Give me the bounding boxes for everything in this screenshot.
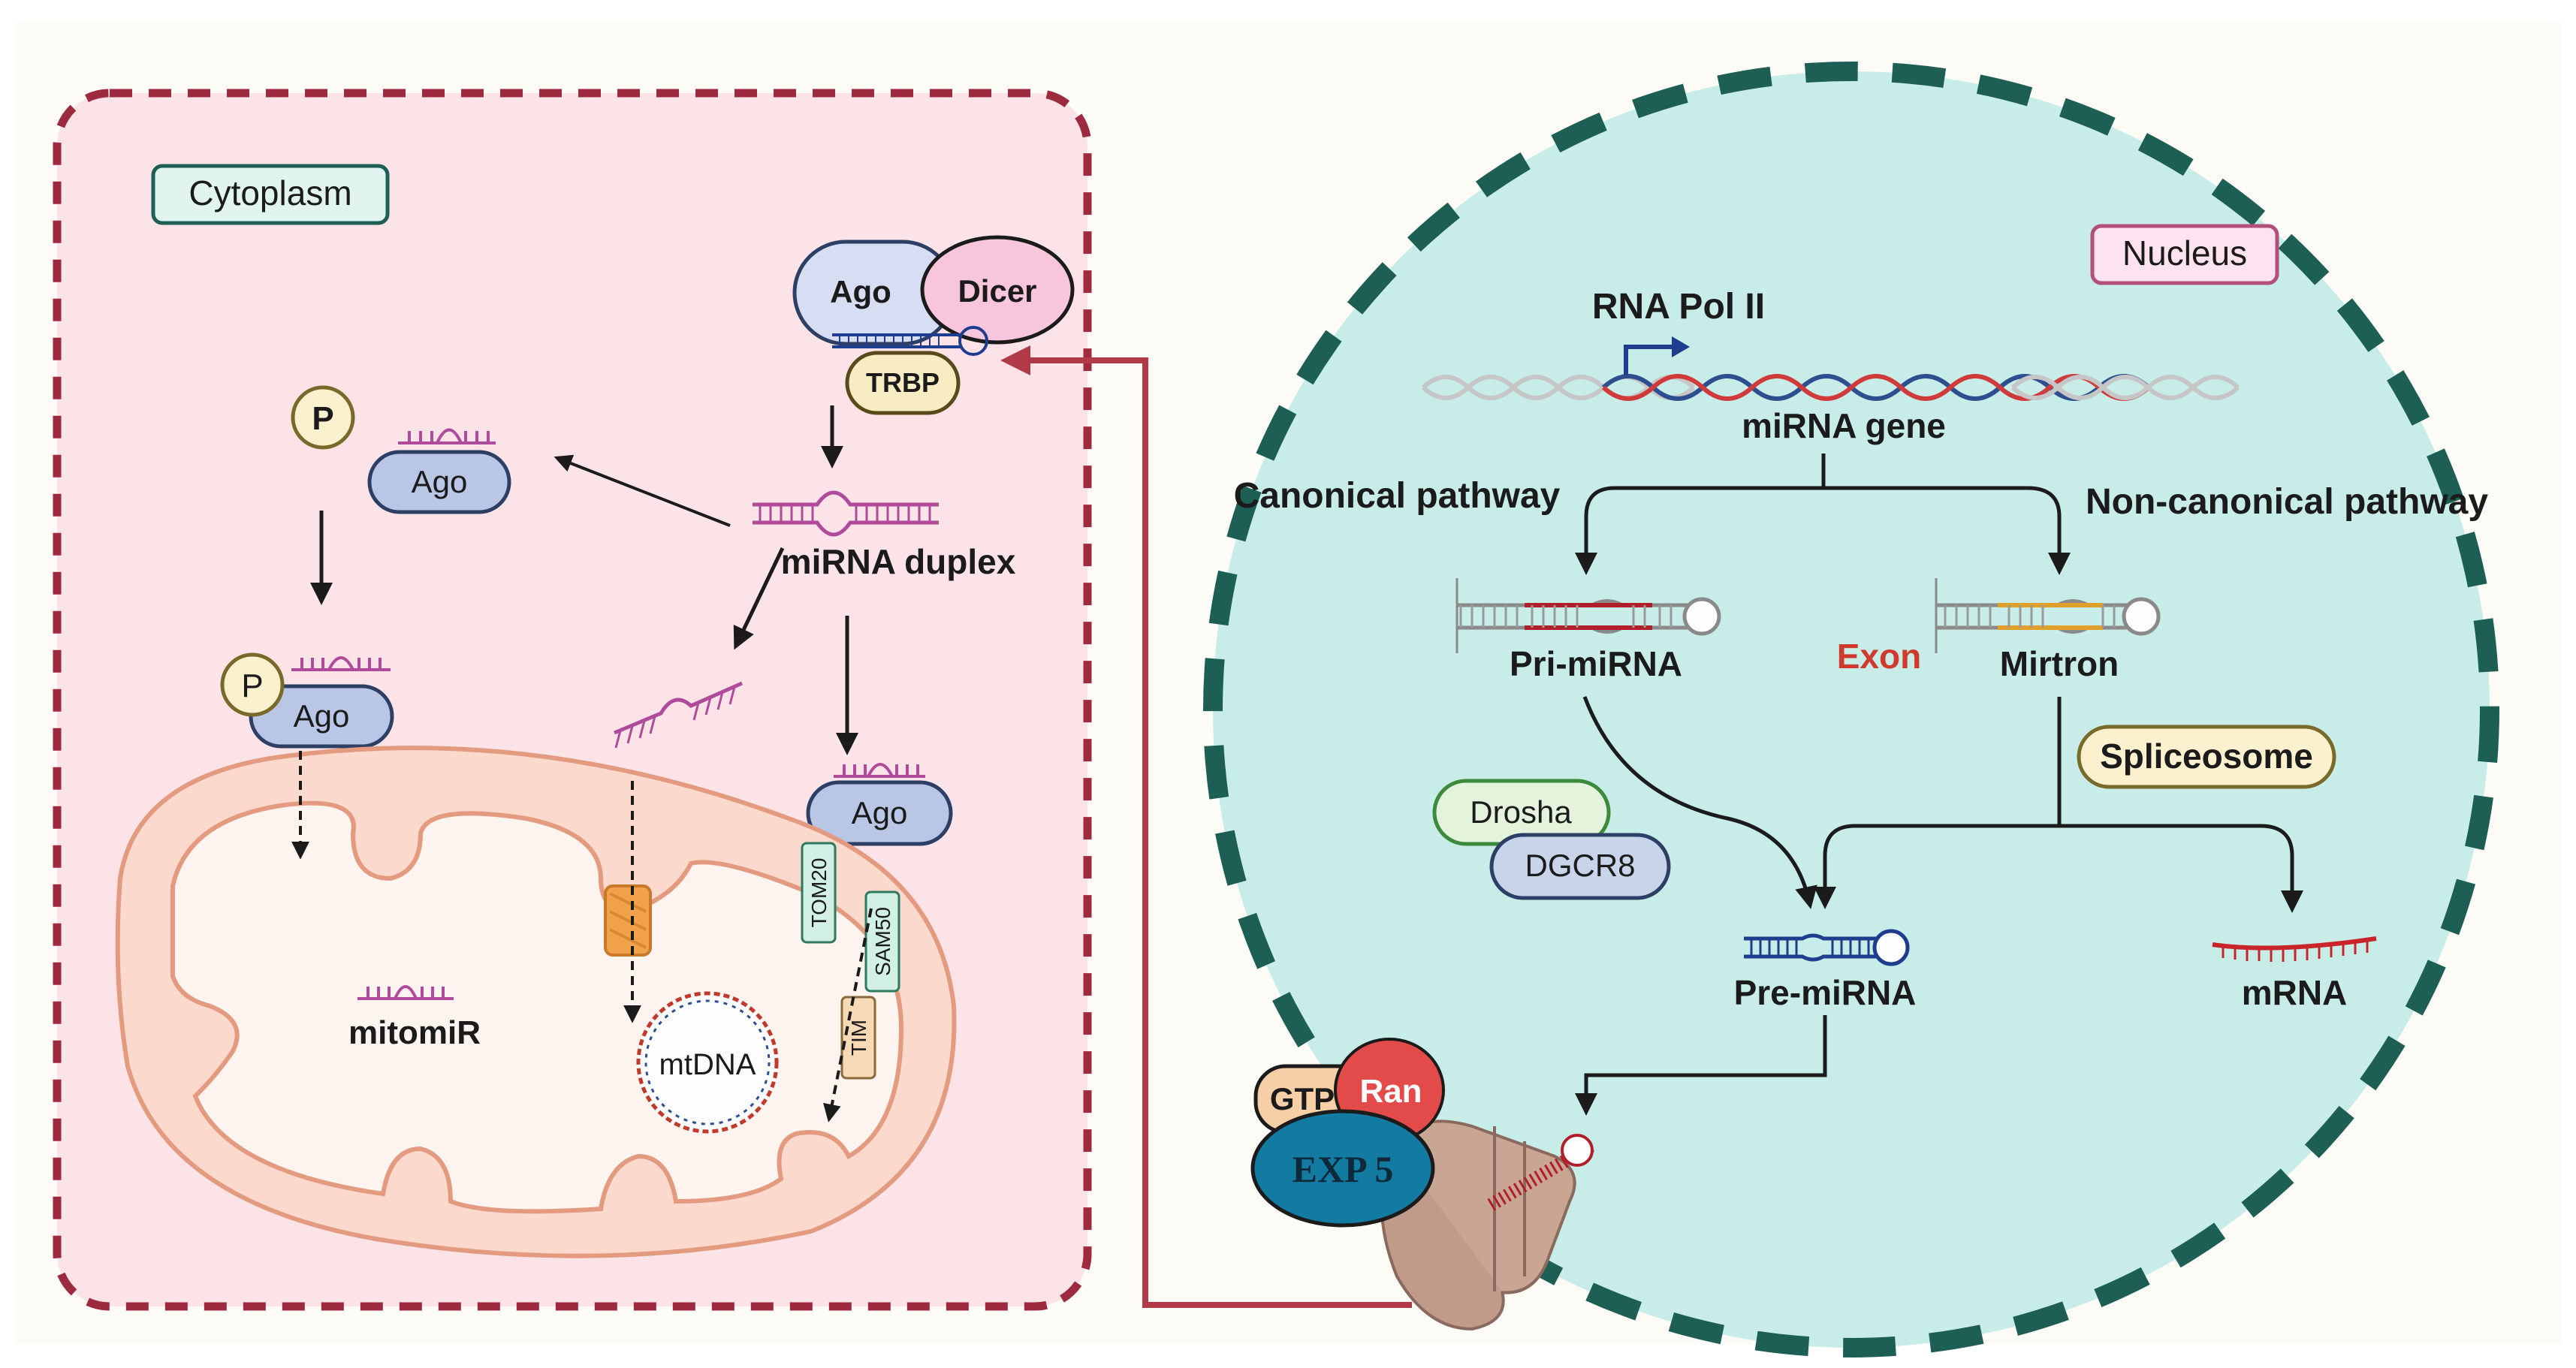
canonical-pathway-label: Canonical pathway — [1234, 476, 1561, 516]
pathway-branch-arrows — [1575, 453, 2071, 575]
rna-pol-label: RNA Pol II — [1592, 287, 1765, 327]
pre-mirna-to-pore-arrow — [1575, 1015, 1827, 1116]
spliceosome: Spliceosome — [2077, 725, 2336, 789]
mirna-duplex-label: miRNA duplex — [781, 542, 1016, 581]
mitomir-label: mitomiR — [348, 1014, 481, 1051]
ago-p-text: Ago — [294, 698, 350, 734]
pre-mirna-label: Pre-miRNA — [1734, 973, 1917, 1012]
exp5 — [1250, 1109, 1435, 1228]
mirtron-hairpin — [1935, 578, 2161, 653]
mrna-strand — [2212, 936, 2377, 962]
export-arrow — [1000, 345, 1412, 1308]
mirtron-label: Mirtron — [2000, 644, 2119, 683]
dicer-text: Dicer — [958, 273, 1036, 309]
nuclear-envelope — [1203, 62, 2499, 1357]
mtdna-text: mtDNA — [659, 1048, 756, 1081]
mitomir-strand — [357, 987, 454, 1000]
dicer-complex: Ago Dicer TRBP — [792, 235, 1075, 415]
import-arrows — [291, 751, 873, 1122]
nucleus-region — [1203, 62, 2499, 1357]
dgcr8-text: DGCR8 — [1525, 848, 1635, 883]
trbp-text: TRBP — [866, 367, 940, 398]
ago-main-text: Ago — [830, 274, 891, 309]
nucleus-body — [1213, 71, 2490, 1348]
mtdna-circle — [636, 991, 779, 1134]
sam50: SAM50 — [864, 890, 900, 993]
phosphate-free: P — [291, 385, 355, 450]
mirna-duplex — [753, 490, 939, 537]
dgcr8 — [1489, 833, 1671, 900]
sam50-text: SAM50 — [871, 907, 894, 976]
tim: TIM — [840, 996, 876, 1080]
non-canonical-pathway-label: Non-canonical pathway — [2086, 482, 2488, 522]
processing-arrows — [1582, 696, 2303, 913]
nucleus-text: Nucleus — [2122, 234, 2247, 273]
tim-text: TIM — [847, 1020, 870, 1056]
mrna-label: mRNA — [2242, 973, 2348, 1012]
exon-label: Exon — [1837, 637, 1921, 676]
trbp — [845, 351, 961, 415]
mitochondrion: TOM20 SAM50 TIM mtDNA mitomiR — [115, 746, 957, 1258]
ago-top: Ago — [367, 428, 511, 514]
transcription-start-arrow — [1624, 345, 1675, 375]
mirna-gene-label: miRNA gene — [1742, 406, 1946, 445]
nucleus-label: Nucleus — [2090, 224, 2279, 285]
drosha-text: Drosha — [1470, 794, 1572, 830]
ran-text: Ran — [1359, 1073, 1422, 1110]
pri-mirna-hairpin — [1455, 578, 1721, 653]
tom20-text: TOM20 — [807, 858, 831, 928]
p-bound-text: P — [241, 667, 263, 704]
ago-phosphorylated: Ago P — [220, 652, 394, 749]
dicer — [920, 235, 1075, 345]
exp5-text: EXP 5 — [1293, 1148, 1394, 1190]
ago-right-text: Ago — [852, 795, 908, 830]
cytoplasm-label: Cytoplasm — [151, 164, 390, 225]
ago-right: Ago — [806, 763, 953, 846]
drosha-complex: Drosha DGCR8 — [1432, 779, 1671, 900]
p-free-text: P — [312, 400, 333, 437]
ago-top-text: Ago — [412, 464, 468, 499]
cell-membrane — [53, 89, 1092, 1311]
pre-mirna-hairpin — [1744, 929, 1910, 966]
tom20: TOM20 — [801, 842, 837, 944]
spliceosome-text: Spliceosome — [2100, 737, 2313, 776]
cytoplasm-text: Cytoplasm — [189, 173, 351, 212]
mirna-gene — [1421, 336, 2240, 401]
duplex-arrows — [554, 454, 858, 755]
single-strand-mirna — [614, 681, 744, 749]
exportin-complex: GTP Ran EXP 5 — [1250, 1038, 1445, 1228]
pri-mirna-label: Pri-miRNA — [1510, 644, 1682, 683]
